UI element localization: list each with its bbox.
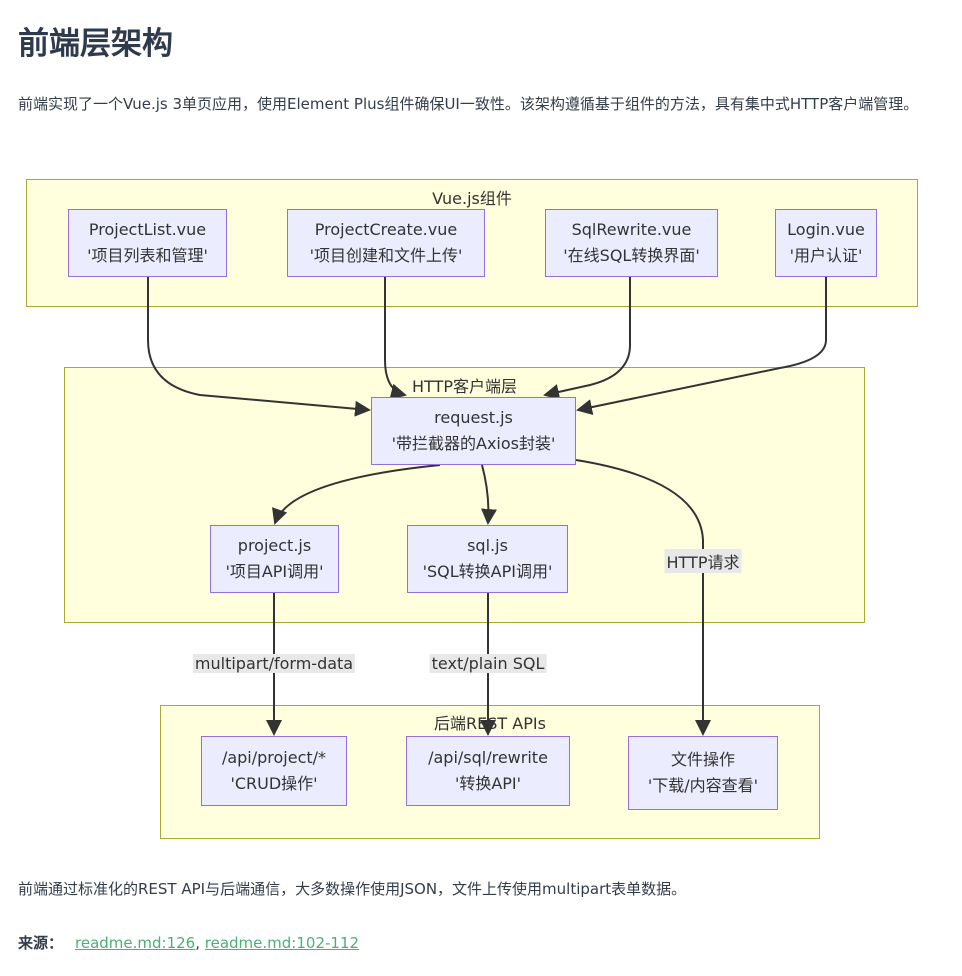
node-project: project.js '项目API调用': [210, 525, 339, 593]
node-api-sql: /api/sql/rewrite '转换API': [406, 736, 570, 806]
node-desc: '项目列表和管理': [87, 246, 208, 265]
node-desc: '项目API调用': [225, 562, 324, 581]
node-title: /api/sql/rewrite: [428, 748, 548, 767]
edge-request-sql: [481, 464, 497, 525]
group-title: Vue.js组件: [432, 189, 512, 208]
node-desc: 'SQL转换API调用': [422, 562, 553, 581]
node-projectcreate: ProjectCreate.vue '项目创建和文件上传': [287, 209, 485, 277]
node-title: 文件操作: [670, 750, 735, 769]
node-desc: '带拦截器的Axios封装': [391, 434, 556, 453]
node-desc: '项目创建和文件上传': [309, 246, 463, 265]
node-title: ProjectList.vue: [88, 220, 207, 239]
node-title: Login.vue: [787, 220, 865, 239]
node-title: sql.js: [467, 536, 508, 555]
node-login: Login.vue '用户认证': [775, 209, 877, 277]
node-title: /api/project/*: [221, 748, 327, 767]
edge-label-multipart: multipart/form-data: [192, 654, 356, 673]
node-projectlist: ProjectList.vue '项目列表和管理': [68, 209, 227, 277]
group-title: HTTP客户端层: [412, 377, 517, 396]
node-api-project: /api/project/* 'CRUD操作': [201, 736, 347, 806]
edge-label-text: text/plain SQL: [429, 654, 547, 673]
edge-request-files: [575, 459, 711, 736]
intro-paragraph: 前端实现了一个Vue.js 3单页应用，使用Element Plus组件确保UI…: [18, 95, 919, 113]
sources-label: 来源：: [18, 934, 64, 952]
node-desc: 'CRUD操作': [230, 774, 318, 793]
node-sql: sql.js 'SQL转换API调用': [407, 525, 568, 593]
node-title: ProjectCreate.vue: [314, 220, 458, 239]
node-request: request.js '带拦截器的Axios封装': [371, 397, 576, 465]
node-title: project.js: [237, 536, 312, 555]
edge-sqlrewrite-request: [543, 277, 631, 400]
node-desc: '转换API': [454, 774, 522, 793]
node-desc: '在线SQL转换界面': [563, 246, 700, 265]
node-title: SqlRewrite.vue: [571, 220, 692, 239]
node-title: request.js: [434, 408, 513, 427]
sources: 来源： readme.md:126, readme.md:102-112: [18, 932, 359, 953]
edge-request-project: [272, 464, 441, 525]
edge-projectlist-request: [147, 277, 371, 417]
edge-projectcreate-request: [384, 277, 407, 400]
edge-login-request: [576, 277, 827, 415]
source-link[interactable]: readme.md:102-112: [204, 934, 360, 952]
node-sqlrewrite: SqlRewrite.vue '在线SQL转换界面': [545, 209, 718, 277]
node-desc: '用户认证': [789, 246, 863, 265]
edge-label-http: HTTP请求: [664, 549, 742, 573]
outro-paragraph: 前端通过标准化的REST API与后端通信，大多数操作使用JSON，文件上传使用…: [18, 880, 687, 898]
separator: ,: [195, 934, 205, 952]
page-title: 前端层架构: [18, 26, 173, 62]
node-desc: '下载/内容查看': [647, 776, 759, 795]
source-link[interactable]: readme.md:126: [75, 934, 196, 952]
node-files: 文件操作 '下载/内容查看': [628, 736, 778, 810]
